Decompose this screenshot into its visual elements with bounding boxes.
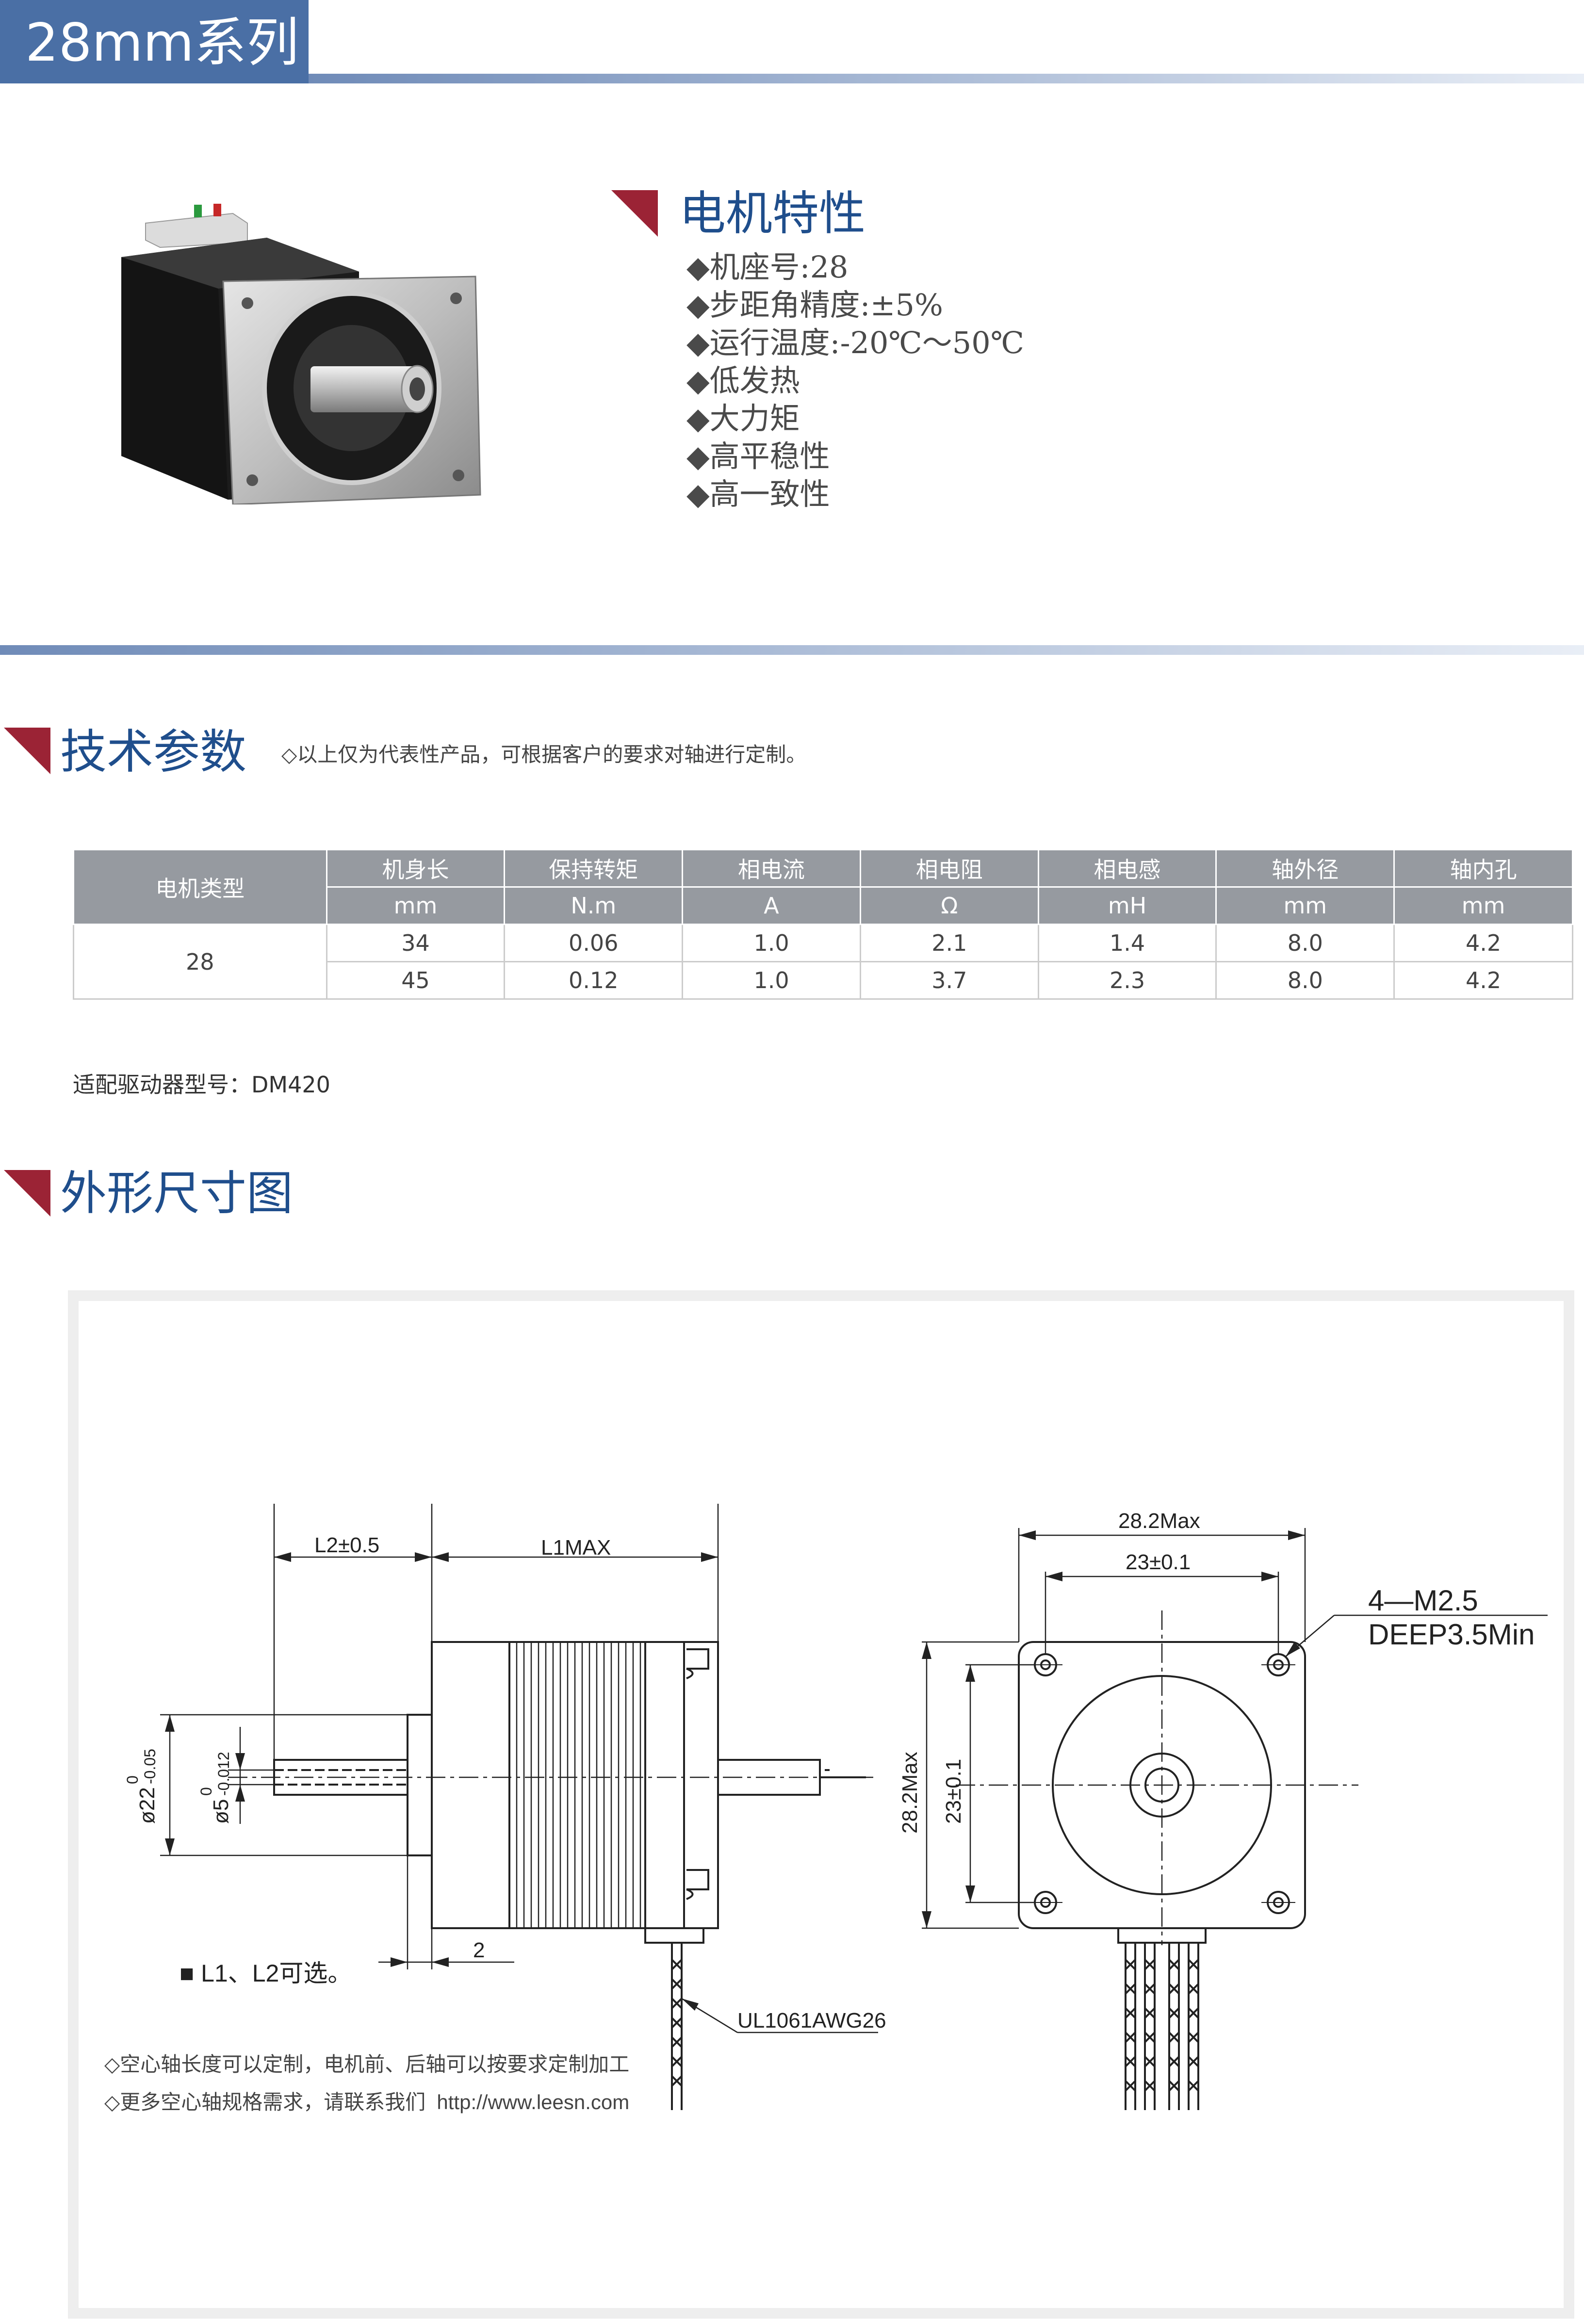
note-line: ◇更多空心轴规格需求，请联系我们 — [104, 2090, 426, 2114]
screw-depth: DEEP3.5Min — [1368, 1618, 1535, 1651]
feature-item: ◆高一致性 — [686, 476, 830, 512]
dim-d22-tol-upper: 0 — [124, 1775, 141, 1784]
features-title: 电机特性 — [679, 186, 865, 241]
column-header: 相电感 — [1037, 849, 1217, 888]
website-link[interactable]: http://www.leesn.com — [437, 2091, 630, 2113]
feature-item: ◆大力矩 — [686, 401, 800, 436]
column-header: 轴内孔 — [1393, 849, 1573, 888]
dim-d5-tol-lower: -0.012 — [215, 1752, 232, 1796]
header-banner — [0, 0, 309, 83]
table-cell: 2.1 — [859, 924, 1039, 962]
unit-header: mH — [1037, 886, 1217, 925]
feature-item: ◆运行温度:-20℃～50℃ — [686, 325, 1025, 360]
column-header: 相电流 — [682, 849, 861, 888]
drawing-frame — [68, 1290, 1574, 2319]
dim-height-max: 28.2Max — [898, 1752, 922, 1834]
table-cell: 0.12 — [504, 961, 684, 1000]
feature-item: ◆高平稳性 — [686, 439, 830, 474]
unit-header: mm — [326, 886, 506, 925]
contact-line: ◇更多空心轴规格需求，请联系我们 http://www.leesn.com — [104, 2086, 629, 2115]
dim-d22: ø22 — [135, 1787, 159, 1824]
table-cell: 4.2 — [1393, 961, 1573, 1000]
header-rule — [309, 74, 1584, 83]
unit-header: N.m — [504, 886, 684, 925]
spec-table: 电机类型 机身长 保持转矩 相电流 相电阻 相电感 轴外径 轴内孔 mm N.m… — [73, 849, 1573, 1000]
table-row: 45 0.12 1.0 3.7 2.3 8.0 4.2 — [74, 961, 1573, 1000]
unit-header: A — [682, 886, 861, 925]
dim-two: 2 — [473, 1938, 485, 1962]
section-marker — [4, 1170, 50, 1217]
dim-height-spacing: 23±0.1 — [942, 1759, 965, 1824]
table-cell: 8.0 — [1215, 924, 1395, 962]
table-cell: 8.0 — [1215, 961, 1395, 1000]
table-cell: 2.3 — [1037, 961, 1217, 1000]
type-header: 电机类型 — [73, 849, 327, 925]
table-cell: 1.0 — [682, 961, 861, 1000]
column-header: 相电阻 — [859, 849, 1039, 888]
dim-width-max: 28.2Max — [1118, 1509, 1200, 1533]
column-header: 轴外径 — [1215, 849, 1395, 888]
driver-model: 适配驱动器型号：DM420 — [73, 1072, 330, 1098]
dim-l2: L2±0.5 — [314, 1533, 379, 1557]
column-header: 保持转矩 — [504, 849, 684, 888]
dim-l1: L1MAX — [541, 1536, 611, 1560]
page-title: 28mm系列 — [25, 13, 299, 73]
table-cell: 34 — [326, 924, 506, 962]
unit-header: mm — [1393, 886, 1573, 925]
motor-photo — [121, 204, 481, 504]
column-header: 机身长 — [326, 849, 506, 888]
dim-d22-tol-lower: -0.05 — [141, 1749, 159, 1784]
optional-note: ■ L1、L2可选。 — [180, 1960, 352, 1987]
dim-d5-tol-upper: 0 — [197, 1787, 215, 1796]
wire-spec: UL1061AWG26 — [737, 2009, 886, 2032]
specs-note: ◇以上仅为代表性产品，可根据客户的要求对轴进行定制。 — [281, 743, 807, 766]
specs-title: 技术参数 — [60, 725, 246, 779]
dimensions-title: 外形尺寸图 — [60, 1166, 293, 1220]
features-list: ◆机座号:28 ◆步距角精度:±5% ◆运行温度:-20℃～50℃ ◆低发热 ◆… — [686, 248, 1024, 513]
section-marker — [4, 728, 50, 774]
table-cell: 3.7 — [859, 961, 1039, 1000]
table-row: 28 34 0.06 1.0 2.1 1.4 8.0 4.2 — [73, 924, 1573, 1000]
section-marker — [611, 190, 658, 237]
table-cell: 1.4 — [1037, 924, 1217, 962]
feature-item: ◆步距角精度:±5% — [686, 287, 943, 323]
table-cell: 45 — [326, 961, 506, 1000]
screw-spec: 4—M2.5 — [1368, 1584, 1478, 1617]
dim-d5: ø5 — [209, 1799, 233, 1824]
unit-header: Ω — [859, 886, 1039, 925]
note-line: ◇空心轴长度可以定制，电机前、后轴可以按要求定制加工 — [104, 2052, 630, 2076]
unit-header: mm — [1215, 886, 1395, 925]
dim-hole-spacing: 23±0.1 — [1126, 1550, 1191, 1574]
feature-item: ◆低发热 — [686, 363, 800, 398]
table-cell: 1.0 — [682, 924, 861, 962]
table-cell: 0.06 — [504, 924, 684, 962]
table-cell: 4.2 — [1393, 924, 1573, 962]
motor-type-cell: 28 — [73, 924, 327, 1000]
section-divider — [0, 645, 1584, 655]
feature-item: ◆机座号:28 — [686, 249, 849, 285]
